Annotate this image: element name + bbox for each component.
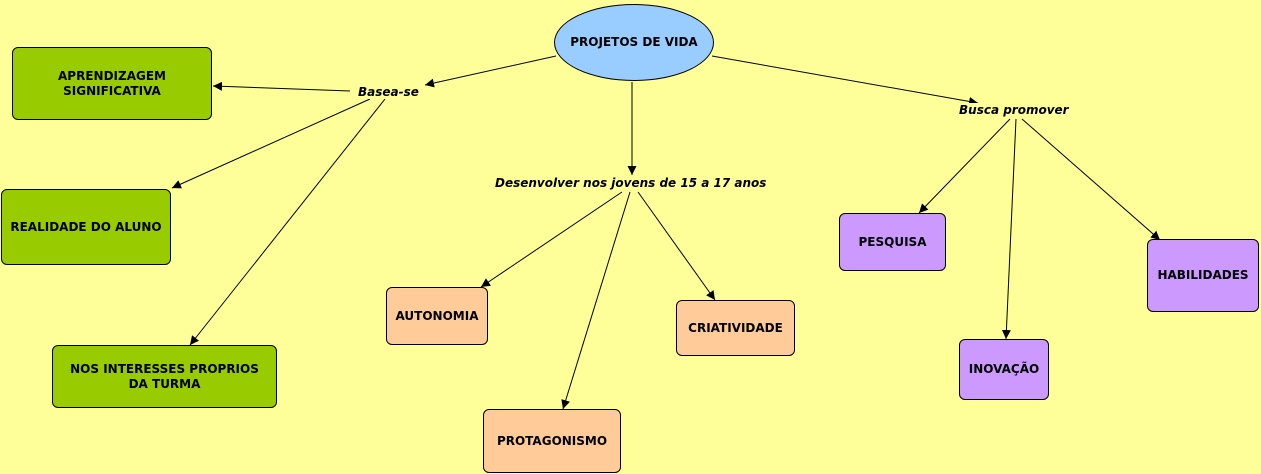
root-concept[interactable]: PROJETOS DE VIDA bbox=[554, 4, 714, 81]
link-busca-promover: Busca promover bbox=[957, 103, 1071, 117]
concept-criatividade[interactable]: CRIATIVIDADE bbox=[676, 300, 795, 356]
edge-basea-aprendizagem bbox=[212, 81, 351, 92]
concept-inovacao[interactable]: INOVAÇÃO bbox=[959, 339, 1049, 400]
concept-pesquisa[interactable]: PESQUISA bbox=[839, 213, 946, 271]
edge-root-basea bbox=[424, 55, 557, 88]
concept-protagonismo[interactable]: PROTAGONISMO bbox=[483, 409, 621, 473]
concept-interesses-proprios[interactable]: NOS INTERESSES PROPRIOS DA TURMA bbox=[52, 345, 277, 408]
link-desenvolver: Desenvolver nos jovens de 15 a 17 anos bbox=[493, 176, 769, 190]
concept-autonomia[interactable]: AUTONOMIA bbox=[386, 287, 488, 345]
link-basea-se: Basea-se bbox=[356, 85, 421, 99]
concept-aprendizagem-significativa[interactable]: APRENDIZAGEM SIGNIFICATIVA bbox=[12, 47, 212, 120]
edge-busca-habilidades bbox=[1021, 118, 1161, 241]
edge-basea-interesses bbox=[189, 98, 386, 346]
edge-busca-inovacao bbox=[1001, 118, 1017, 340]
edge-desenvolver-autonomia bbox=[480, 191, 623, 288]
edge-desenvolver-criatividade bbox=[637, 191, 716, 301]
concept-habilidades[interactable]: HABILIDADES bbox=[1147, 239, 1259, 312]
edge-basea-realidade bbox=[171, 98, 371, 189]
edge-desenvolver-protagonismo bbox=[561, 191, 631, 410]
concept-realidade-do-aluno[interactable]: REALIDADE DO ALUNO bbox=[1, 189, 171, 265]
edge-busca-pesquisa bbox=[918, 118, 1011, 214]
edge-root-busca bbox=[711, 55, 979, 106]
